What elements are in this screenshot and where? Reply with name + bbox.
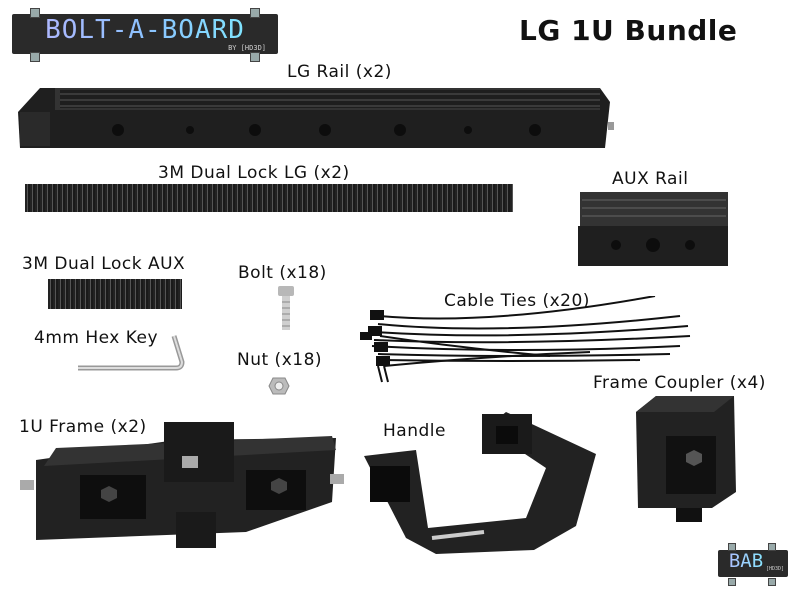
bolt-label: Bolt (x18) bbox=[238, 263, 327, 283]
dual-lock-aux-image bbox=[48, 279, 182, 309]
nut-image bbox=[268, 377, 290, 395]
aux-rail-label: AUX Rail bbox=[612, 169, 689, 189]
frame-label: 1U Frame (x2) bbox=[19, 417, 147, 437]
cable-ties-image bbox=[340, 295, 700, 386]
bab-badge: BAB [HD3D] bbox=[718, 550, 788, 577]
dual-lock-lg-image bbox=[25, 184, 513, 212]
nut-label: Nut (x18) bbox=[237, 350, 323, 370]
bolt-image bbox=[276, 286, 296, 331]
logo-bolt-icon bbox=[250, 52, 260, 62]
hex-key-label: 4mm Hex Key bbox=[34, 328, 159, 348]
dual-lock-lg-label: 3M Dual Lock LG (x2) bbox=[158, 163, 350, 183]
bab-badge-sub: [HD3D] bbox=[765, 566, 784, 572]
badge-bolt-icon bbox=[728, 578, 736, 586]
logo-bolt-icon bbox=[30, 8, 40, 18]
badge-bolt-icon bbox=[728, 543, 736, 551]
logo-bolt-icon bbox=[250, 8, 260, 18]
logo-by-text: BY [HD3D] bbox=[228, 44, 266, 52]
lg-rail-image bbox=[10, 82, 624, 154]
logo-bolt-icon bbox=[30, 52, 40, 62]
frame-image bbox=[16, 420, 346, 550]
bab-badge-text: BAB bbox=[718, 550, 774, 572]
handle-label: Handle bbox=[383, 421, 446, 441]
handle-image bbox=[356, 408, 602, 558]
frame-coupler-label: Frame Coupler (x4) bbox=[593, 373, 766, 393]
aux-rail-image bbox=[576, 190, 730, 268]
cable-ties-label: Cable Ties (x20) bbox=[444, 291, 590, 311]
lg-rail-label: LG Rail (x2) bbox=[287, 62, 392, 82]
bolt-a-board-logo: BOLT-A-BOARD BY [HD3D] bbox=[12, 14, 278, 54]
hex-key-image bbox=[76, 334, 188, 374]
dual-lock-aux-label: 3M Dual Lock AUX bbox=[22, 254, 186, 274]
badge-bolt-icon bbox=[768, 543, 776, 551]
badge-bolt-icon bbox=[768, 578, 776, 586]
logo-main-text: BOLT-A-BOARD bbox=[12, 15, 278, 45]
frame-coupler-image bbox=[636, 396, 738, 526]
page-title: LG 1U Bundle bbox=[519, 14, 738, 47]
